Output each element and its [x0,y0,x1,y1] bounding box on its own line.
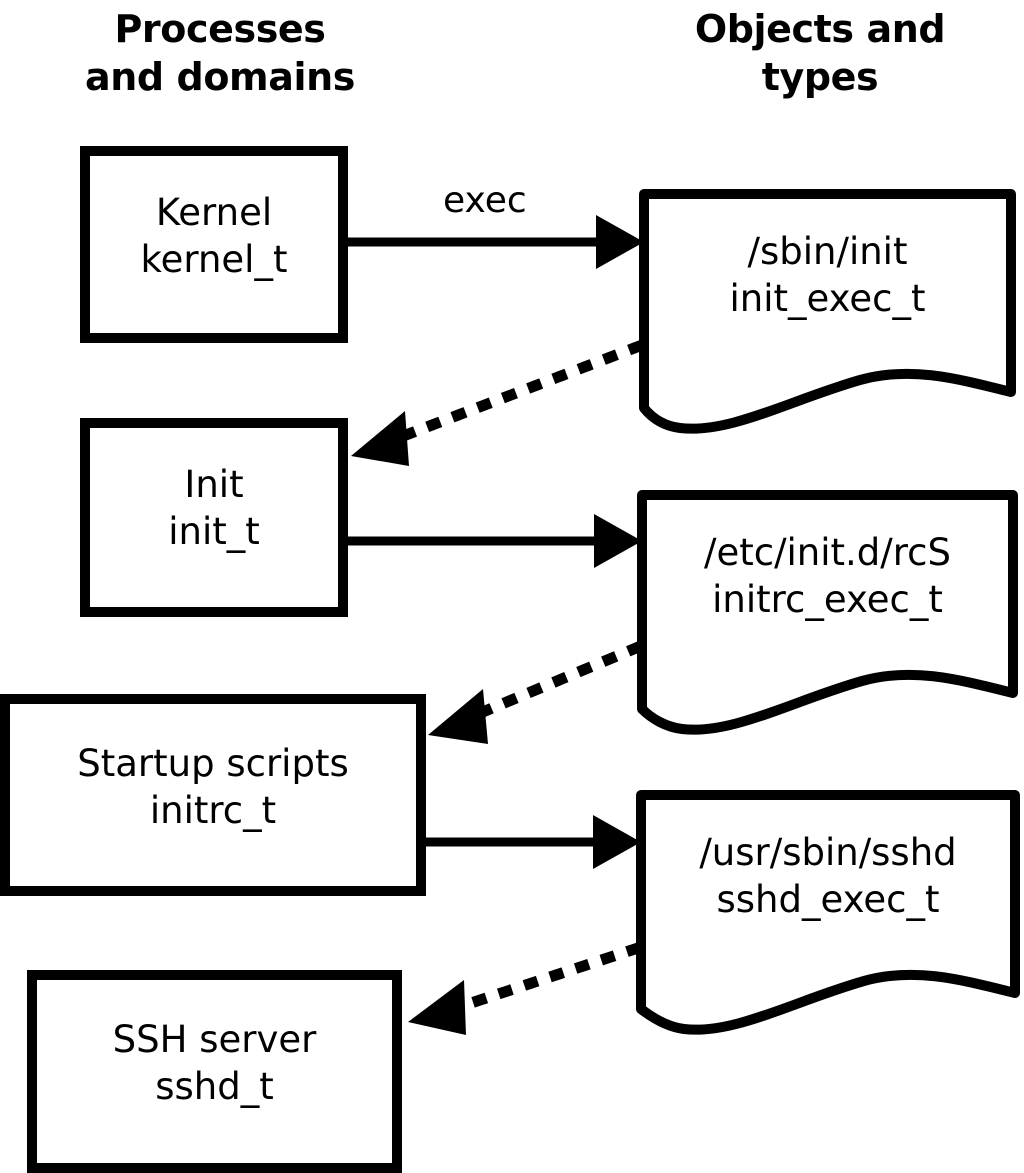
edge-label-exec: exec [443,180,527,221]
process-box-kernel[interactable] [80,146,348,343]
edge-kernel-exec-init-exec [343,215,644,269]
object-doc-initrc-exec[interactable] [637,490,1018,735]
edge-sshd-exec-transition-sshd [408,942,642,1035]
process-box-init[interactable] [80,418,348,617]
column-header-objects: Objects and types [620,6,1020,101]
column-header-processes-line2: and domains [85,54,355,99]
process-box-sshd[interactable] [27,970,402,1173]
edge-initrc-exec-transition-initrc [428,640,644,744]
column-header-processes-line1: Processes [114,7,326,51]
edge-init-exec-initrc-exec [343,514,642,568]
process-box-initrc[interactable] [0,694,426,896]
object-doc-init-exec[interactable] [639,189,1016,434]
object-doc-sshd-exec[interactable] [636,790,1020,1035]
column-header-objects-line1: Objects and [694,7,946,51]
edge-initrc-exec-sshd-exec [421,815,641,869]
edge-init-exec-transition-init [351,339,645,466]
column-header-processes: Processes and domains [20,6,420,101]
column-header-objects-line2: types [761,54,879,99]
